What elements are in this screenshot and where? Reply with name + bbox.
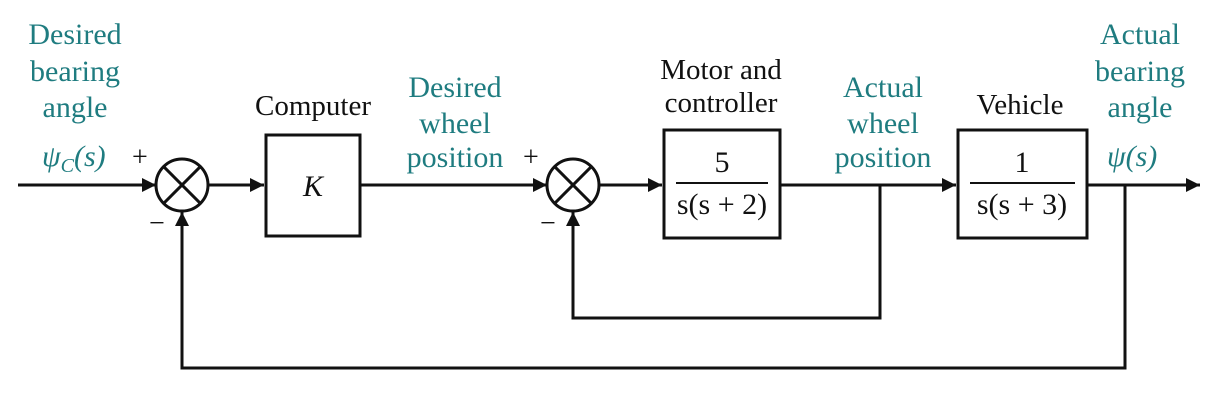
input-psi-symbol: ψ (42, 140, 62, 173)
svg-text:ψC(s): ψC(s) (42, 140, 106, 177)
input-signal-label: ψC(s) (42, 140, 106, 177)
label-line: bearing (30, 55, 120, 88)
motor-numerator: 5 (715, 146, 730, 179)
vehicle-title: Vehicle (977, 89, 1064, 121)
label-line: bearing (1095, 55, 1185, 88)
input-subscript: C (61, 155, 75, 177)
junction-plus-sign: + (132, 142, 148, 173)
label-actual-wheel-position: Actual wheel position (835, 71, 932, 174)
output-argument: (s) (1126, 140, 1158, 173)
label-line: angle (43, 91, 108, 124)
computer-gain: K (302, 170, 325, 203)
signal-lines (18, 178, 1200, 370)
vehicle-block: Vehicle 1 s(s + 3) (956, 89, 1089, 240)
label-desired-wheel-position: Desired wheel position (407, 71, 504, 174)
computer-block: Computer K (255, 90, 371, 238)
junction-plus-sign: + (523, 142, 539, 173)
junction-minus-sign: − (149, 208, 165, 239)
motor-title-line2: controller (665, 87, 778, 119)
label-desired-bearing-angle: Desired bearing angle (28, 18, 121, 124)
summing-junction-outer: + − (132, 142, 210, 239)
label-line: Actual (843, 71, 923, 104)
vehicle-numerator: 1 (1015, 146, 1030, 179)
junction-cross-line (162, 165, 202, 205)
computer-box (264, 133, 362, 238)
motor-denominator: s(s + 2) (677, 188, 767, 221)
computer-title: Computer (255, 90, 371, 122)
label-actual-bearing-angle: Actual bearing angle (1095, 18, 1185, 124)
output-psi-symbol: ψ (1107, 140, 1127, 173)
motor-title-line1: Motor and (660, 54, 782, 86)
motor-controller-block: Motor and controller 5 s(s + 2) (660, 54, 782, 240)
label-line: Desired (28, 18, 121, 51)
junction-cross-line (553, 165, 593, 205)
label-line: position (835, 141, 932, 174)
vehicle-denominator: s(s + 3) (977, 188, 1067, 221)
input-argument: (s) (74, 140, 106, 173)
label-line: Desired (408, 71, 501, 104)
svg-text:ψ(s): ψ(s) (1107, 140, 1157, 173)
summing-junction-inner: + − (523, 142, 601, 239)
label-line: Actual (1100, 18, 1180, 51)
junction-minus-sign: − (540, 208, 556, 239)
output-signal-label: ψ(s) (1107, 140, 1157, 173)
outer-feedback-path (175, 185, 1127, 370)
label-line: wheel (419, 107, 491, 140)
label-line: angle (1108, 91, 1173, 124)
label-line: wheel (847, 107, 919, 140)
inner-feedback-path (566, 185, 882, 320)
label-line: position (407, 141, 504, 174)
